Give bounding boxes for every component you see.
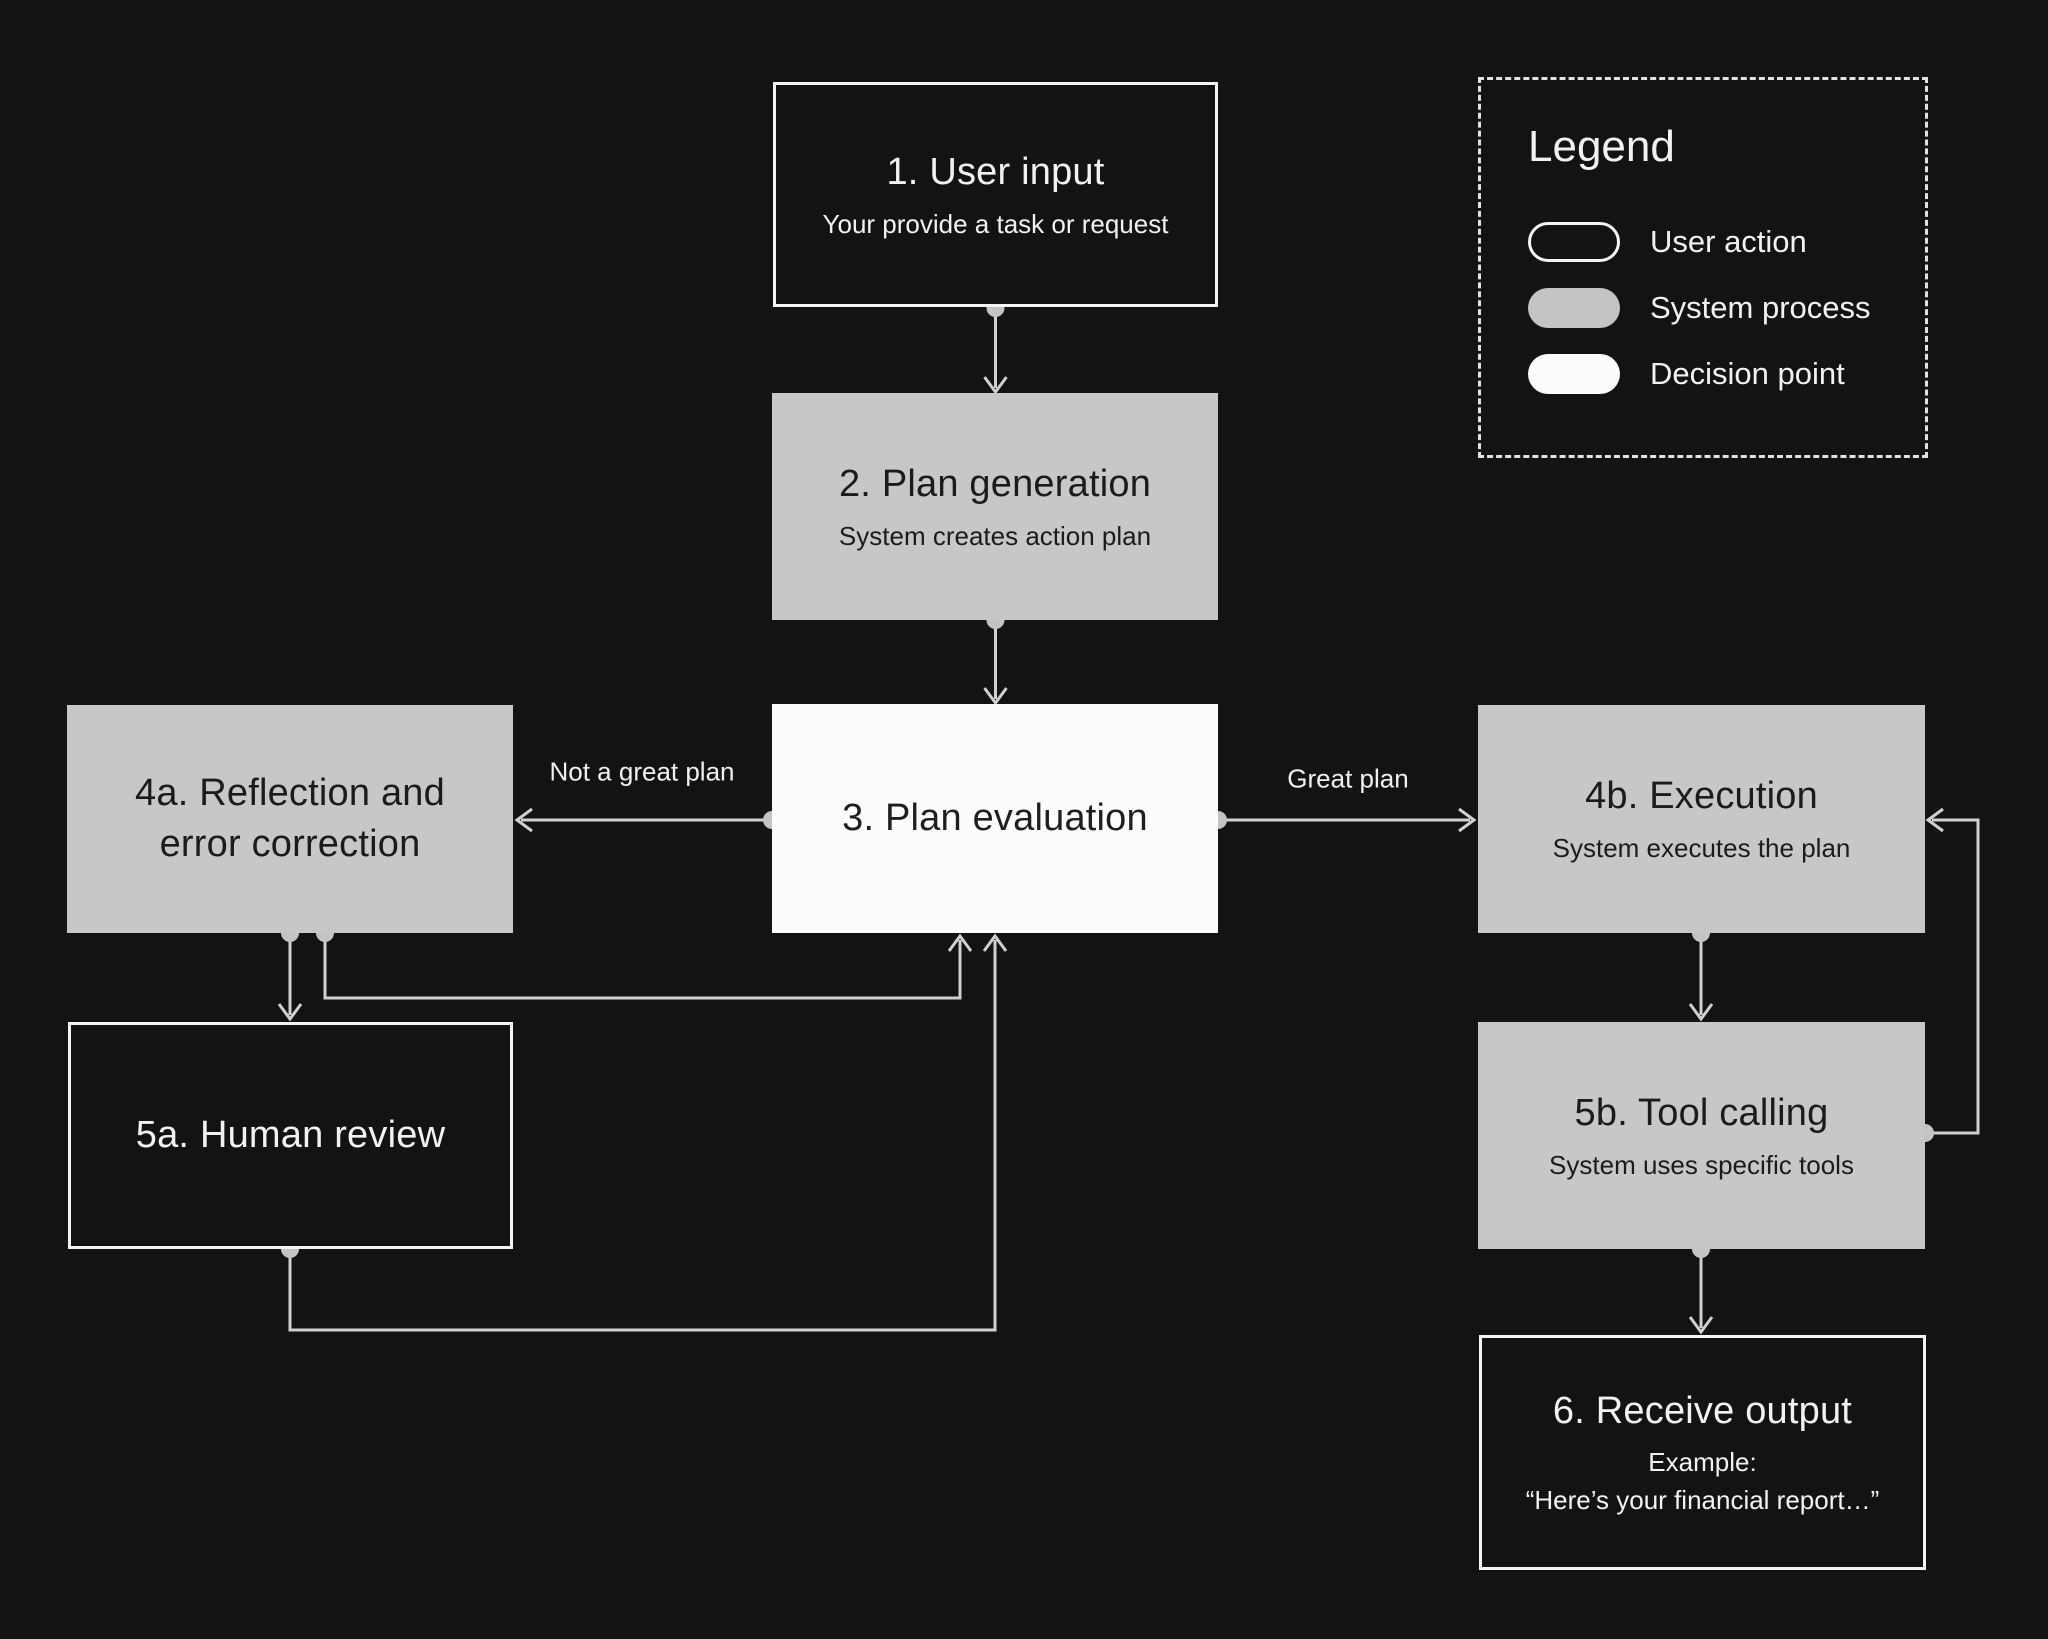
node-execution-title: 4b. Execution [1585,775,1818,818]
node-user-input-subtitle: Your provide a task or request [822,208,1169,239]
edge-plan-evaluation-to-reflection [514,807,781,833]
node-receive-output-example-label: Example: [1648,1446,1757,1477]
node-plan-evaluation-title: 3. Plan evaluation [842,796,1148,839]
node-execution-subtitle: System executes the plan [1552,833,1851,864]
edge-user-input-to-plan-generation [983,299,1008,395]
edge-label-great-plan: Great plan [1287,763,1409,794]
node-plan-evaluation: 3. Plan evaluation [772,704,1218,933]
node-plan-generation-subtitle: System creates action plan [838,520,1152,551]
node-receive-output-title: 6. Receive output [1552,1390,1853,1433]
node-reflection-title: 4a. Reflection and error correction [135,771,445,865]
edge-tool-calling-to-execution [1916,807,1980,1142]
legend-row-user-action: User action [1528,222,1925,262]
node-tool-calling-subtitle: System uses specific tools [1549,1149,1854,1180]
edge-plan-generation-to-plan-evaluation [983,611,1008,706]
node-execution: 4b. Execution System executes the plan [1478,705,1925,933]
edge-execution-to-tool-calling [1688,924,1714,1022]
legend-panel: Legend User action System process Decisi… [1478,77,1928,458]
node-human-review: 5a. Human review [68,1022,513,1249]
system-process-pill-icon [1528,288,1620,328]
node-plan-generation: 2. Plan generation System creates action… [772,393,1218,620]
legend-label-decision-point: Decision point [1650,356,1845,391]
node-user-input: 1. User input Your provide a task or req… [773,82,1218,307]
node-user-input-title: 1. User input [886,150,1105,193]
edge-reflection-to-human-review [277,924,303,1022]
edge-label-not-a-great-plan: Not a great plan [549,756,735,787]
node-plan-generation-title: 2. Plan generation [838,462,1152,505]
edge-reflection-to-plan-evaluation [316,924,973,1000]
legend-title: Legend [1528,122,1675,171]
legend-label-system-process: System process [1650,290,1871,325]
edge-plan-evaluation-to-execution [1209,807,1477,833]
node-human-review-title: 5a. Human review [135,1113,446,1156]
node-receive-output-example-quote: “Here’s your financial report…” [1525,1485,1880,1516]
legend-row-system-process: System process [1528,288,1925,328]
node-receive-output: 6. Receive output Example: “Here’s your … [1479,1335,1926,1570]
node-reflection: 4a. Reflection and error correction [67,705,513,933]
user-action-pill-icon [1528,222,1620,262]
node-tool-calling-title: 5b. Tool calling [1574,1091,1829,1134]
edge-tool-calling-to-receive-output [1688,1240,1714,1335]
node-tool-calling: 5b. Tool calling System uses specific to… [1478,1022,1925,1249]
legend-label-user-action: User action [1650,224,1807,259]
decision-point-pill-icon [1528,354,1620,394]
legend-row-decision-point: Decision point [1528,354,1925,394]
